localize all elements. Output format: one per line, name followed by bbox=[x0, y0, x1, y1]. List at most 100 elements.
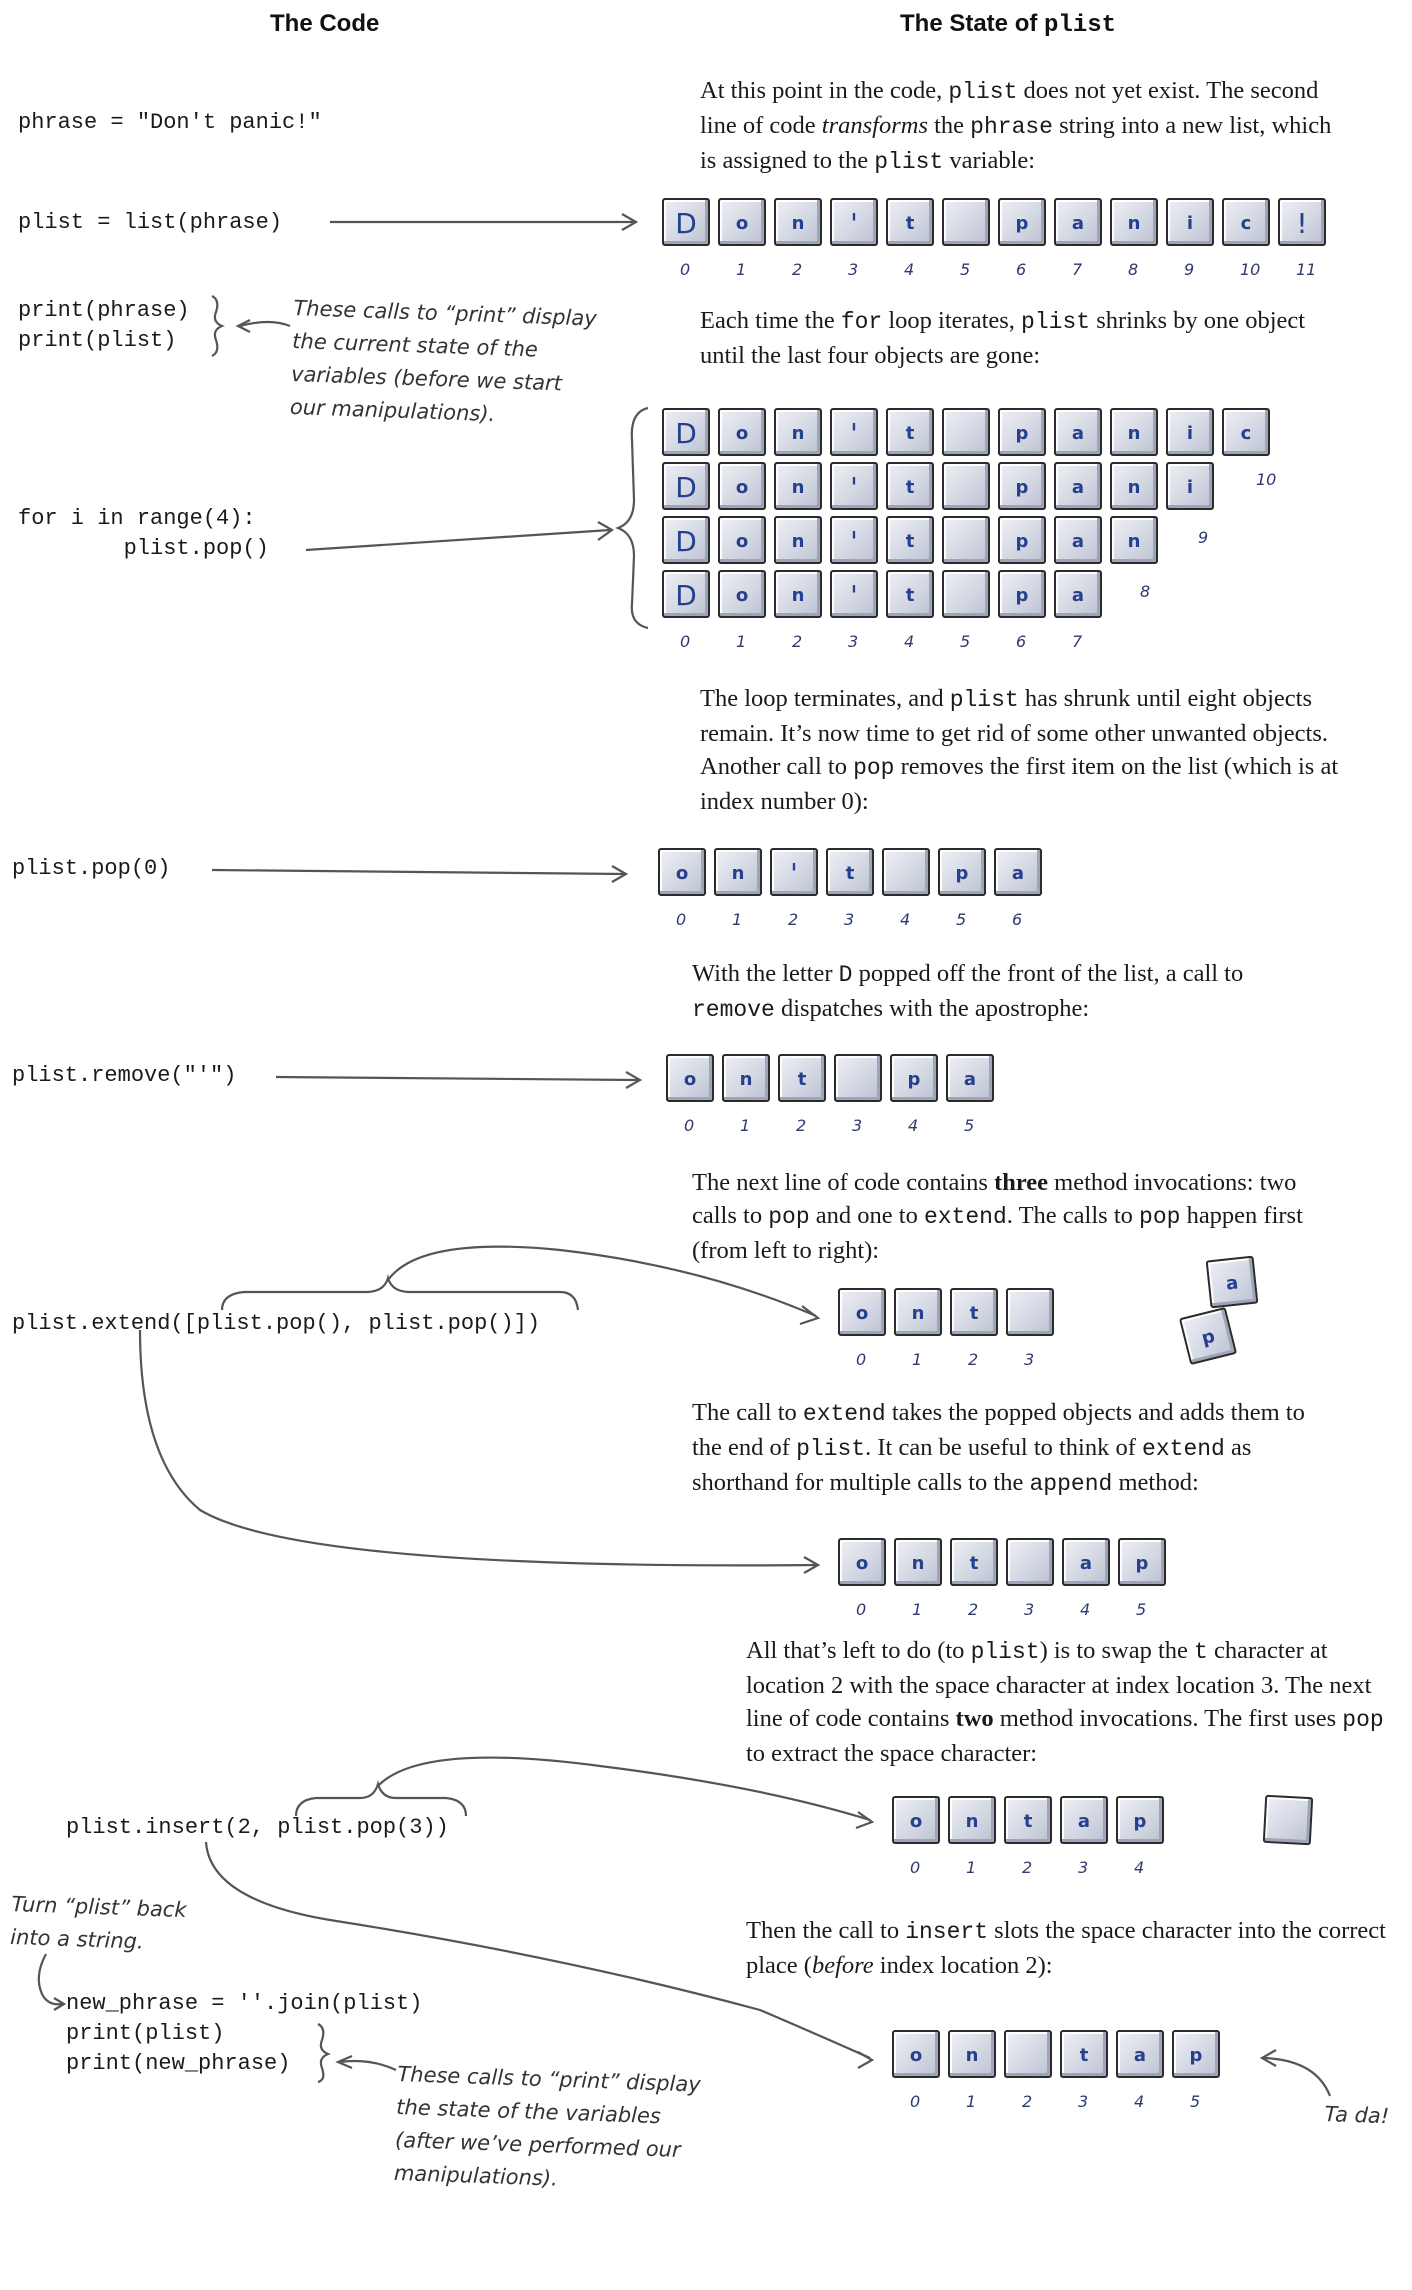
brace-loop bbox=[614, 406, 649, 630]
list-item-tile: t bbox=[950, 1288, 998, 1336]
list-item-tile: n bbox=[1110, 516, 1158, 564]
index-label: 3 bbox=[848, 260, 859, 279]
arrow-head bbox=[625, 1071, 643, 1089]
list-item-tile: n bbox=[722, 1054, 770, 1102]
loop-count-9: 9 bbox=[1198, 528, 1209, 547]
index-label: 0 bbox=[856, 1600, 867, 1619]
list-item-tile: t bbox=[1060, 2030, 1108, 2078]
list-item-tile: o bbox=[718, 570, 766, 618]
index-label: 4 bbox=[1134, 2092, 1145, 2111]
list-item-tile: t bbox=[886, 462, 934, 510]
list-item-tile: ' bbox=[770, 848, 818, 896]
list-item-tile: a bbox=[1054, 462, 1102, 510]
index-label: 4 bbox=[900, 910, 911, 929]
list-item-tile: n bbox=[894, 1288, 942, 1336]
index-label: 7 bbox=[1072, 260, 1083, 279]
list-item-tile: n bbox=[1110, 462, 1158, 510]
explanation-5: The next line of code contains three met… bbox=[692, 1169, 1303, 1264]
code-header: The Code bbox=[270, 10, 380, 37]
code-extend: plist.extend([plist.pop(), plist.pop()]) bbox=[12, 1311, 541, 1336]
list-item-tile: a bbox=[994, 848, 1042, 896]
list-item-tile: a bbox=[1054, 198, 1102, 246]
index-label: 5 bbox=[1190, 2092, 1201, 2111]
arrow-line bbox=[211, 868, 625, 876]
list-item-tile: D bbox=[662, 408, 710, 456]
list-item-tile: t bbox=[886, 516, 934, 564]
index-label: 2 bbox=[968, 1600, 979, 1619]
index-label: 6 bbox=[1016, 260, 1027, 279]
list-item-tile: p bbox=[998, 570, 1046, 618]
index-label: 1 bbox=[966, 2092, 977, 2111]
index-label: 0 bbox=[910, 1858, 921, 1877]
index-label: 4 bbox=[908, 1116, 919, 1135]
list-item-tile bbox=[1006, 1288, 1054, 1336]
arrow-head bbox=[1259, 2049, 1277, 2067]
list-item-tile: o bbox=[838, 1538, 886, 1586]
list-item-tile: n bbox=[774, 516, 822, 564]
index-label: 11 bbox=[1296, 260, 1317, 279]
index-label: 3 bbox=[1024, 1600, 1035, 1619]
note-ta-da: Ta da! bbox=[1324, 2101, 1390, 2129]
list-item-tile: a bbox=[1062, 1538, 1110, 1586]
index-label: 3 bbox=[848, 632, 859, 651]
code-print-new-phrase: print(new_phrase) bbox=[66, 2051, 291, 2076]
index-label: 8 bbox=[1128, 260, 1139, 279]
code-join: new_phrase = ''.join(plist) bbox=[66, 1991, 423, 2016]
list-item-tile: a bbox=[1054, 570, 1102, 618]
index-label: 3 bbox=[844, 910, 855, 929]
index-label: 2 bbox=[792, 632, 803, 651]
list-item-tile: n bbox=[1110, 408, 1158, 456]
list-item-tile: a bbox=[1116, 2030, 1164, 2078]
brace-extend-pops bbox=[220, 1274, 580, 1311]
index-label: 0 bbox=[680, 632, 691, 651]
list-item-tile: t bbox=[950, 1538, 998, 1586]
list-item-tile: ' bbox=[830, 570, 878, 618]
list-item-tile bbox=[834, 1054, 882, 1102]
list-item-tile: a bbox=[1060, 1796, 1108, 1844]
index-label: 1 bbox=[912, 1600, 923, 1619]
list-item-tile: a bbox=[946, 1054, 994, 1102]
list-item-tile: o bbox=[718, 516, 766, 564]
note-pointer-after bbox=[339, 2059, 397, 2071]
list-item-tile: n bbox=[774, 570, 822, 618]
index-label: 6 bbox=[1016, 632, 1027, 651]
arrow-head bbox=[799, 1305, 821, 1326]
code-plist: plist = list(phrase) bbox=[18, 210, 283, 235]
list-item-tile bbox=[942, 516, 990, 564]
list-item-tile: D bbox=[662, 516, 710, 564]
list-item-tile: o bbox=[838, 1288, 886, 1336]
list-item-tile bbox=[942, 198, 990, 246]
note-pointer-before bbox=[239, 320, 291, 328]
index-label: 5 bbox=[960, 260, 971, 279]
state-header: The State of plist bbox=[900, 10, 1116, 39]
list-item-tile: p bbox=[1116, 1796, 1164, 1844]
code-for-loop: for i in range(4): bbox=[18, 506, 256, 531]
list-item-tile: t bbox=[886, 570, 934, 618]
popped-tile-a: a bbox=[1205, 1255, 1259, 1309]
index-label: 9 bbox=[1184, 260, 1195, 279]
list-item-tile: p bbox=[998, 462, 1046, 510]
index-label: 7 bbox=[1072, 632, 1083, 651]
list-item-tile bbox=[1006, 1538, 1054, 1586]
index-label: 0 bbox=[680, 260, 691, 279]
note-before-manipulations: These calls to “print” display the curre… bbox=[289, 292, 598, 435]
index-label: 4 bbox=[1134, 1858, 1145, 1877]
list-item-tile: c bbox=[1222, 198, 1270, 246]
list-item-tile: D bbox=[662, 198, 710, 246]
arrow-head bbox=[53, 1997, 67, 2011]
loop-count-10: 10 bbox=[1256, 470, 1277, 489]
brace-print-before bbox=[211, 295, 225, 357]
explanation-4: With the letter D popped off the front o… bbox=[692, 960, 1244, 1023]
list-item-tile: ' bbox=[830, 462, 878, 510]
list-item-tile: ! bbox=[1278, 198, 1326, 246]
list-item-tile: ' bbox=[830, 516, 878, 564]
index-label: 5 bbox=[964, 1116, 975, 1135]
list-item-tile bbox=[882, 848, 930, 896]
list-item-tile: n bbox=[774, 462, 822, 510]
brace-print-after bbox=[317, 2023, 331, 2084]
index-label: 4 bbox=[1080, 1600, 1091, 1619]
list-item-tile: i bbox=[1166, 462, 1214, 510]
list-item-tile: i bbox=[1166, 408, 1214, 456]
code-remove: plist.remove("'") bbox=[12, 1063, 237, 1088]
